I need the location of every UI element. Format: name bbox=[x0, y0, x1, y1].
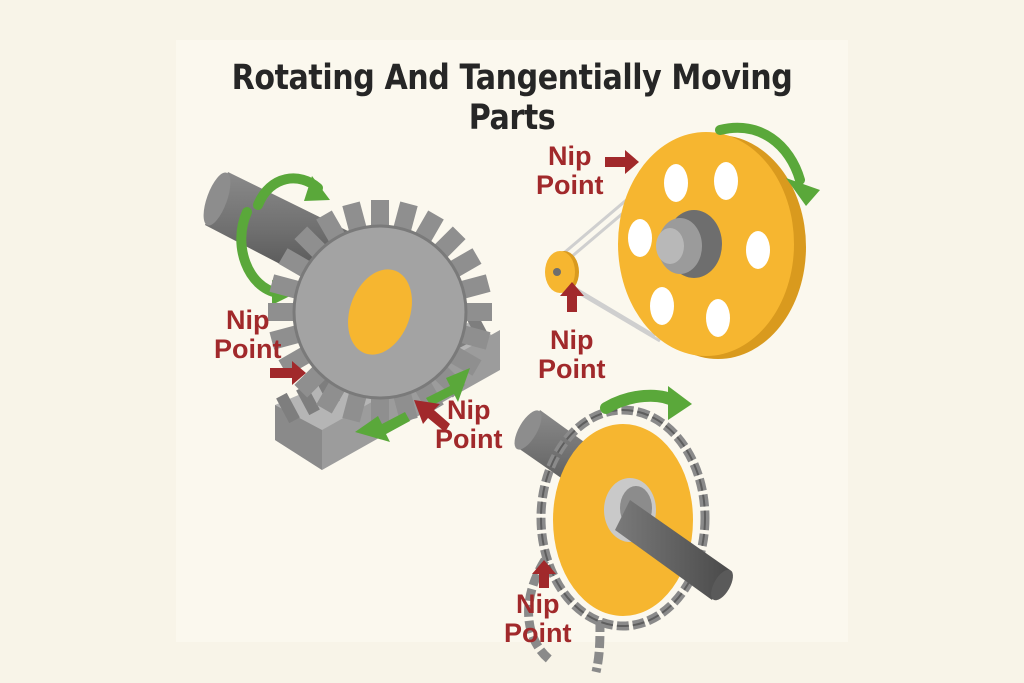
nip-point-label-rack-mesh: Nip Point bbox=[435, 396, 503, 454]
diagram-title: Rotating And Tangentially Moving Parts bbox=[231, 58, 793, 138]
nip-label-line1: Nip bbox=[516, 589, 560, 619]
belt-and-pulley bbox=[545, 122, 820, 359]
nip-label-line2: Point bbox=[435, 424, 503, 454]
rack-direction-arrow-icon bbox=[355, 368, 470, 442]
chain-and-sprocket bbox=[514, 386, 733, 674]
large-pulley bbox=[618, 132, 806, 359]
nip-point-label-chain: Nip Point bbox=[504, 590, 572, 648]
sprocket-shaft-front bbox=[615, 500, 730, 600]
pulley-rotation-arrow-icon bbox=[715, 122, 820, 206]
nip-label-line2: Point bbox=[214, 334, 282, 364]
nip-point-arrow-icon bbox=[560, 150, 639, 312]
nip-point-label-pulley-top: Nip Point bbox=[536, 142, 604, 200]
sprocket-rotation-arrow-icon bbox=[600, 386, 692, 420]
nip-label-line1: Nip bbox=[548, 141, 592, 171]
nip-label-line1: Nip bbox=[226, 305, 270, 335]
nip-label-line1: Nip bbox=[447, 395, 491, 425]
small-pulley bbox=[545, 251, 579, 293]
nip-label-line2: Point bbox=[536, 170, 604, 200]
nip-label-line1: Nip bbox=[550, 325, 594, 355]
nip-point-arrow-icon bbox=[532, 560, 556, 588]
nip-point-label-pulley-small: Nip Point bbox=[538, 326, 606, 384]
pinion-gear bbox=[268, 200, 492, 424]
nip-label-line2: Point bbox=[538, 354, 606, 384]
nip-label-line2: Point bbox=[504, 618, 572, 648]
rack-and-pinion bbox=[203, 172, 500, 470]
nip-point-arrow-icon bbox=[270, 361, 450, 432]
nip-point-label-rack-left: Nip Point bbox=[214, 306, 282, 364]
pinion-hub bbox=[348, 269, 412, 355]
